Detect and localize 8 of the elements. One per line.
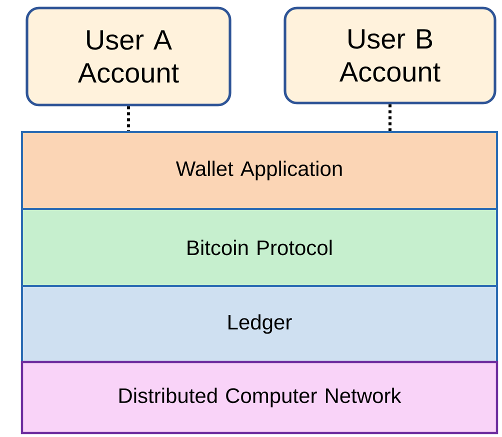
layer-band: Ledger <box>21 285 498 363</box>
account-box: User B Account <box>284 6 496 104</box>
layer-band: Bitcoin Protocol <box>21 208 498 287</box>
layer-band: Wallet Application <box>21 131 498 210</box>
connector-line <box>388 104 392 131</box>
layer-band: Distributed Computer Network <box>20 360 498 434</box>
connector-line <box>127 106 130 131</box>
account-box: User A Account <box>26 6 232 106</box>
